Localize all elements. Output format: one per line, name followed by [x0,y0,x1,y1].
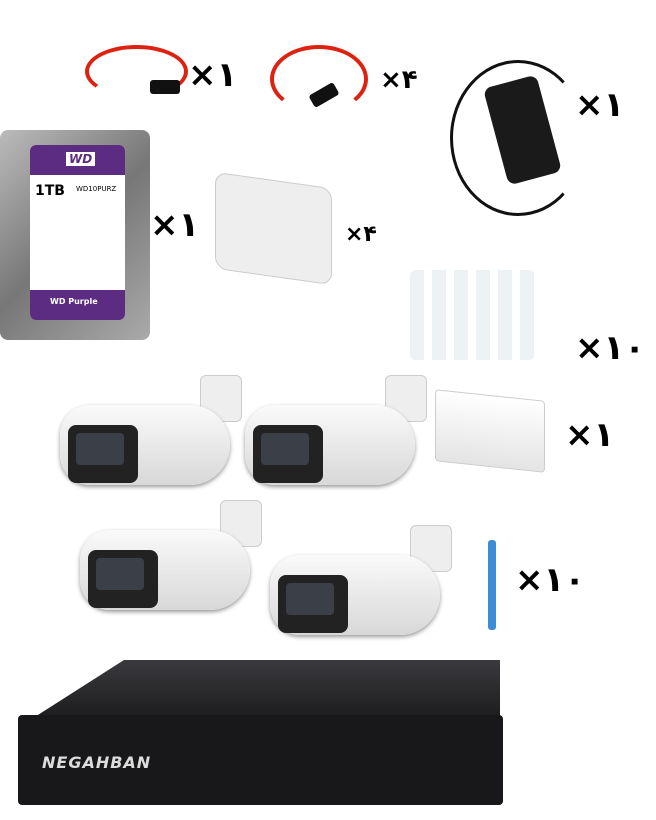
hdd-line: WD Purple [50,297,98,306]
dvr-front: NEGAHBAN [18,715,503,805]
network-switch [435,389,545,473]
dvr-brand: NEGAHBAN [42,753,152,772]
dc-jack [150,80,180,94]
qty-label: ×۱ [188,55,238,95]
hdd-brand: WD [66,152,96,166]
hdd-model: WD10PURZ [76,185,117,193]
dvr-top [30,660,500,720]
qty-label: ×۴ [380,65,418,95]
hdd-capacity: 1TB [35,183,65,199]
network-cable [488,540,496,630]
junction-box [215,171,332,286]
bullet-camera [270,525,460,635]
qty-label: ×۱ [565,415,615,455]
bullet-camera [60,375,250,485]
bullet-camera [245,375,435,485]
qty-label: ×۱۰ [515,560,585,600]
qty-label: ×۱۰ [575,328,645,368]
hard-drive: WD 1TB WD10PURZ WD Purple [0,130,150,340]
rj45-connectors [410,270,535,360]
power-cord [450,60,586,216]
qty-label: ×۴ [345,222,377,247]
power-cable-male [270,45,368,113]
qty-label: ×۱ [575,85,625,125]
qty-label: ×۱ [150,205,200,245]
power-cable-female [85,45,188,98]
bullet-camera [80,500,270,610]
